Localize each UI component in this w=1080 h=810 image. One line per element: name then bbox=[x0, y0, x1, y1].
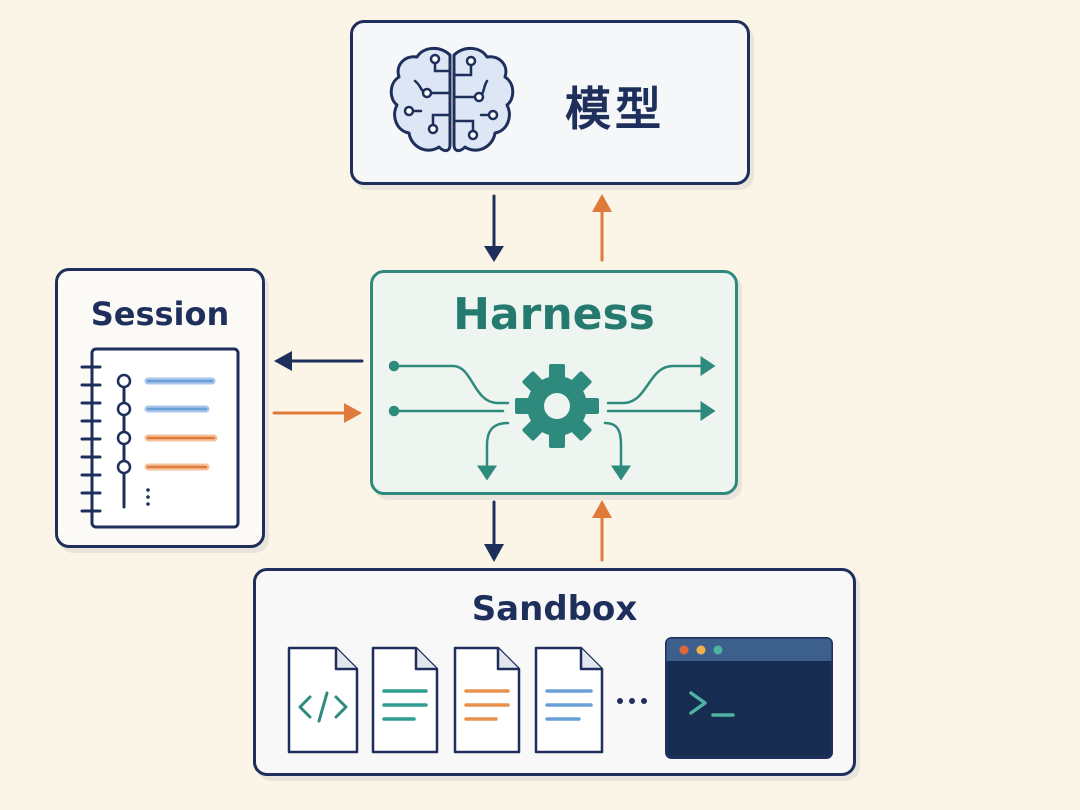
code-file-icon bbox=[287, 646, 359, 754]
brain-icon bbox=[389, 47, 515, 153]
text-file-icon bbox=[371, 646, 439, 754]
gear-icon bbox=[515, 364, 599, 448]
sandbox-box: Sandbox bbox=[253, 568, 856, 776]
terminal-icon bbox=[665, 637, 833, 759]
model-label: 模型 bbox=[565, 82, 665, 136]
text-file-icon bbox=[534, 646, 604, 754]
sandbox-label: Sandbox bbox=[471, 589, 638, 629]
session-box: Session bbox=[55, 268, 265, 548]
text-file-icon bbox=[453, 646, 521, 754]
harness-flow-lines bbox=[388, 356, 716, 481]
harness-label: Harness bbox=[453, 289, 655, 340]
session-label: Session bbox=[90, 295, 230, 333]
harness-box: Harness bbox=[370, 270, 738, 495]
more-ellipsis-icon bbox=[617, 698, 647, 704]
notebook-icon bbox=[80, 347, 240, 529]
model-box: 模型 bbox=[350, 20, 750, 185]
